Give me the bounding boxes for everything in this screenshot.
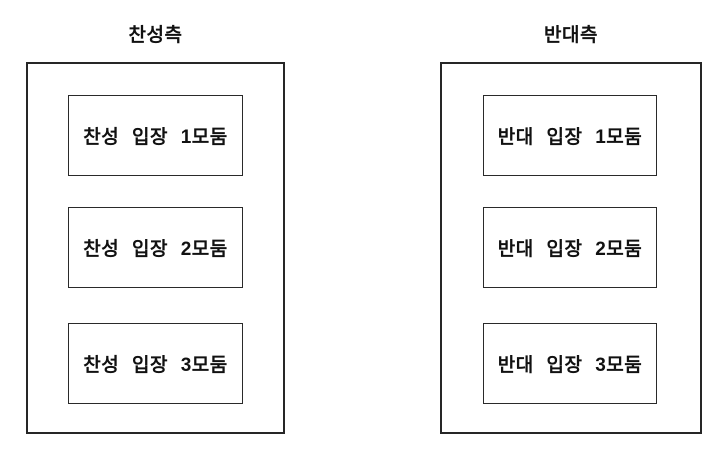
con-group-1-box: 반대 입장 1모둠 xyxy=(483,95,657,176)
con-side-title: 반대측 xyxy=(544,25,598,46)
con-side-box: 반대 입장 1모둠 반대 입장 2모둠 반대 입장 3모둠 xyxy=(440,62,702,434)
pro-side-title: 찬성측 xyxy=(128,25,183,46)
con-group-3-box: 반대 입장 3모둠 xyxy=(483,323,657,404)
pro-group-1-box: 찬성 입장 1모둠 xyxy=(68,95,243,176)
pro-group-3-box: 찬성 입장 3모둠 xyxy=(68,323,243,404)
con-group-2-box: 반대 입장 2모둠 xyxy=(483,207,657,288)
pro-group-2-box: 찬성 입장 2모둠 xyxy=(68,207,243,288)
pro-side-box: 찬성 입장 1모둠 찬성 입장 2모둠 찬성 입장 3모둠 xyxy=(26,62,285,434)
